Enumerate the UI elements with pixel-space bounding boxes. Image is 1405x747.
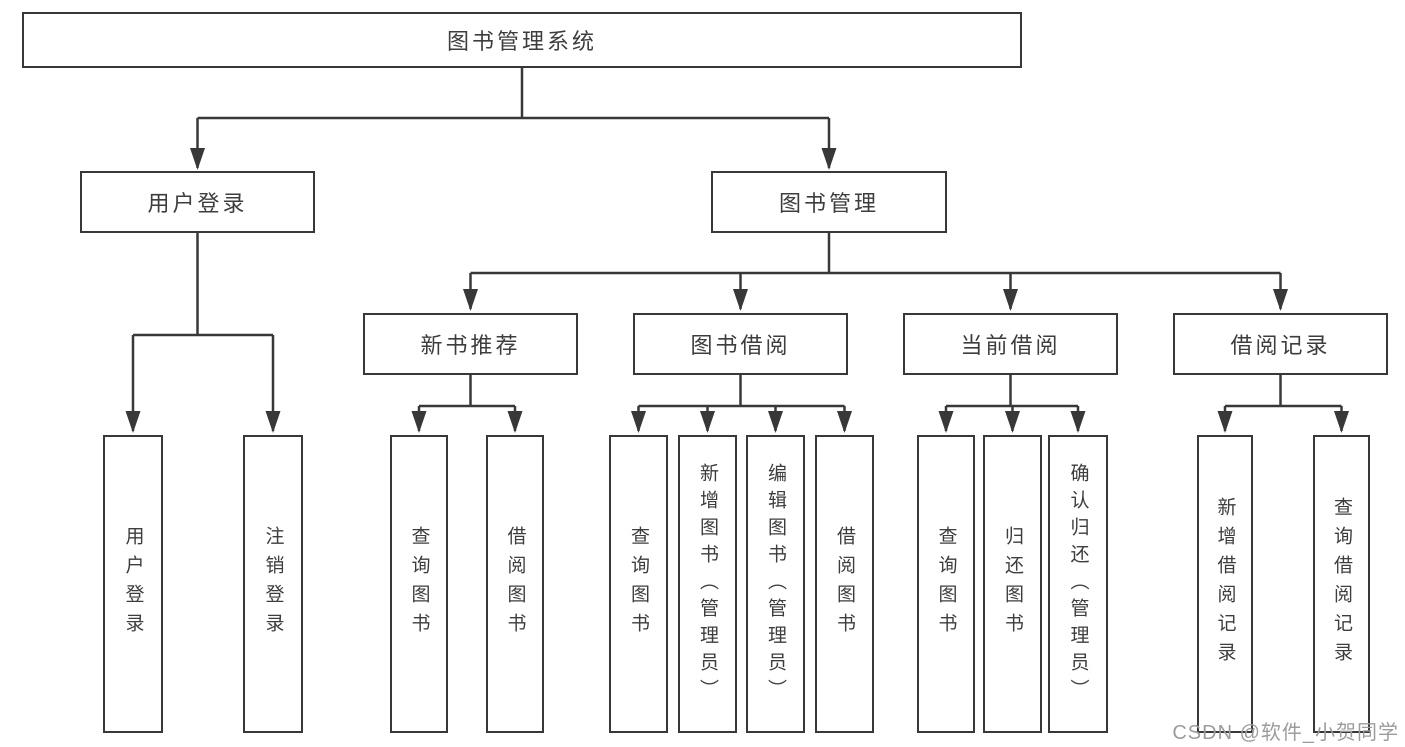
connector-new-book-children — [411, 375, 523, 433]
connector-borrowing-records-children — [1217, 375, 1349, 433]
connector-book-management-children — [463, 233, 1288, 311]
leaf-query-books-current-label: 查询图书 — [935, 526, 957, 642]
watermark: CSDN @软件_小贺同学 — [1172, 722, 1399, 744]
leaf-query-borrow-record-label: 查询借阅记录 — [1331, 497, 1352, 671]
leaf-add-books-admin: 新增图书（管理员） — [678, 435, 737, 733]
node-book-management: 图书管理 — [711, 171, 947, 233]
leaf-return-books: 归还图书 — [983, 435, 1042, 733]
leaf-query-books-current: 查询图书 — [917, 435, 975, 733]
node-root: 图书管理系统 — [22, 12, 1022, 68]
leaf-query-books-borrowing-label: 查询图书 — [628, 526, 649, 642]
node-root-label: 图书管理系统 — [446, 29, 597, 54]
node-book-borrowing: 图书借阅 — [633, 313, 848, 375]
leaf-query-books-borrowing: 查询图书 — [609, 435, 668, 733]
node-current-borrowing-label: 当前借阅 — [960, 333, 1061, 358]
leaf-add-books-admin-label: 新增图书（管理员） — [697, 462, 718, 706]
leaf-user-login: 用户登录 — [103, 435, 163, 733]
leaf-return-books-label: 归还图书 — [1002, 526, 1023, 642]
node-book-borrowing-label: 图书借阅 — [690, 333, 791, 358]
leaf-query-borrow-record: 查询借阅记录 — [1313, 435, 1370, 733]
leaf-confirm-return-admin: 确认归还（管理员） — [1048, 435, 1108, 733]
leaf-logout-label: 注销登录 — [262, 526, 284, 642]
leaf-query-books-recommend-label: 查询图书 — [408, 526, 430, 642]
node-borrowing-records-label: 借阅记录 — [1230, 333, 1331, 358]
node-current-borrowing: 当前借阅 — [903, 313, 1118, 375]
leaf-borrow-books-borrowing-label: 借阅图书 — [834, 526, 855, 642]
node-user-login: 用户登录 — [80, 171, 315, 233]
leaf-add-borrow-record-label: 新增借阅记录 — [1214, 497, 1236, 671]
connector-book-borrowing-children — [631, 375, 852, 433]
leaf-user-login-label: 用户登录 — [122, 526, 144, 642]
leaf-edit-books-admin-label: 编辑图书（管理员） — [765, 462, 786, 706]
leaf-borrow-books-borrowing: 借阅图书 — [815, 435, 874, 733]
leaf-confirm-return-admin-label: 确认归还（管理员） — [1067, 462, 1089, 706]
node-new-book-recommendation-label: 新书推荐 — [420, 333, 521, 358]
connector-current-borrowing-children — [938, 375, 1086, 433]
leaf-logout: 注销登录 — [243, 435, 303, 733]
node-user-login-label: 用户登录 — [147, 191, 248, 216]
node-new-book-recommendation: 新书推荐 — [363, 313, 578, 375]
leaf-borrow-books-recommend-label: 借阅图书 — [504, 526, 526, 642]
leaf-query-books-recommend: 查询图书 — [390, 435, 448, 733]
leaf-borrow-books-recommend: 借阅图书 — [486, 435, 544, 733]
leaf-edit-books-admin: 编辑图书（管理员） — [746, 435, 805, 733]
connector-root-to-level2 — [190, 68, 837, 170]
leaf-add-borrow-record: 新增借阅记录 — [1197, 435, 1253, 733]
node-book-management-label: 图书管理 — [778, 191, 879, 216]
connector-user-login-children — [125, 233, 281, 433]
node-borrowing-records: 借阅记录 — [1173, 313, 1388, 375]
